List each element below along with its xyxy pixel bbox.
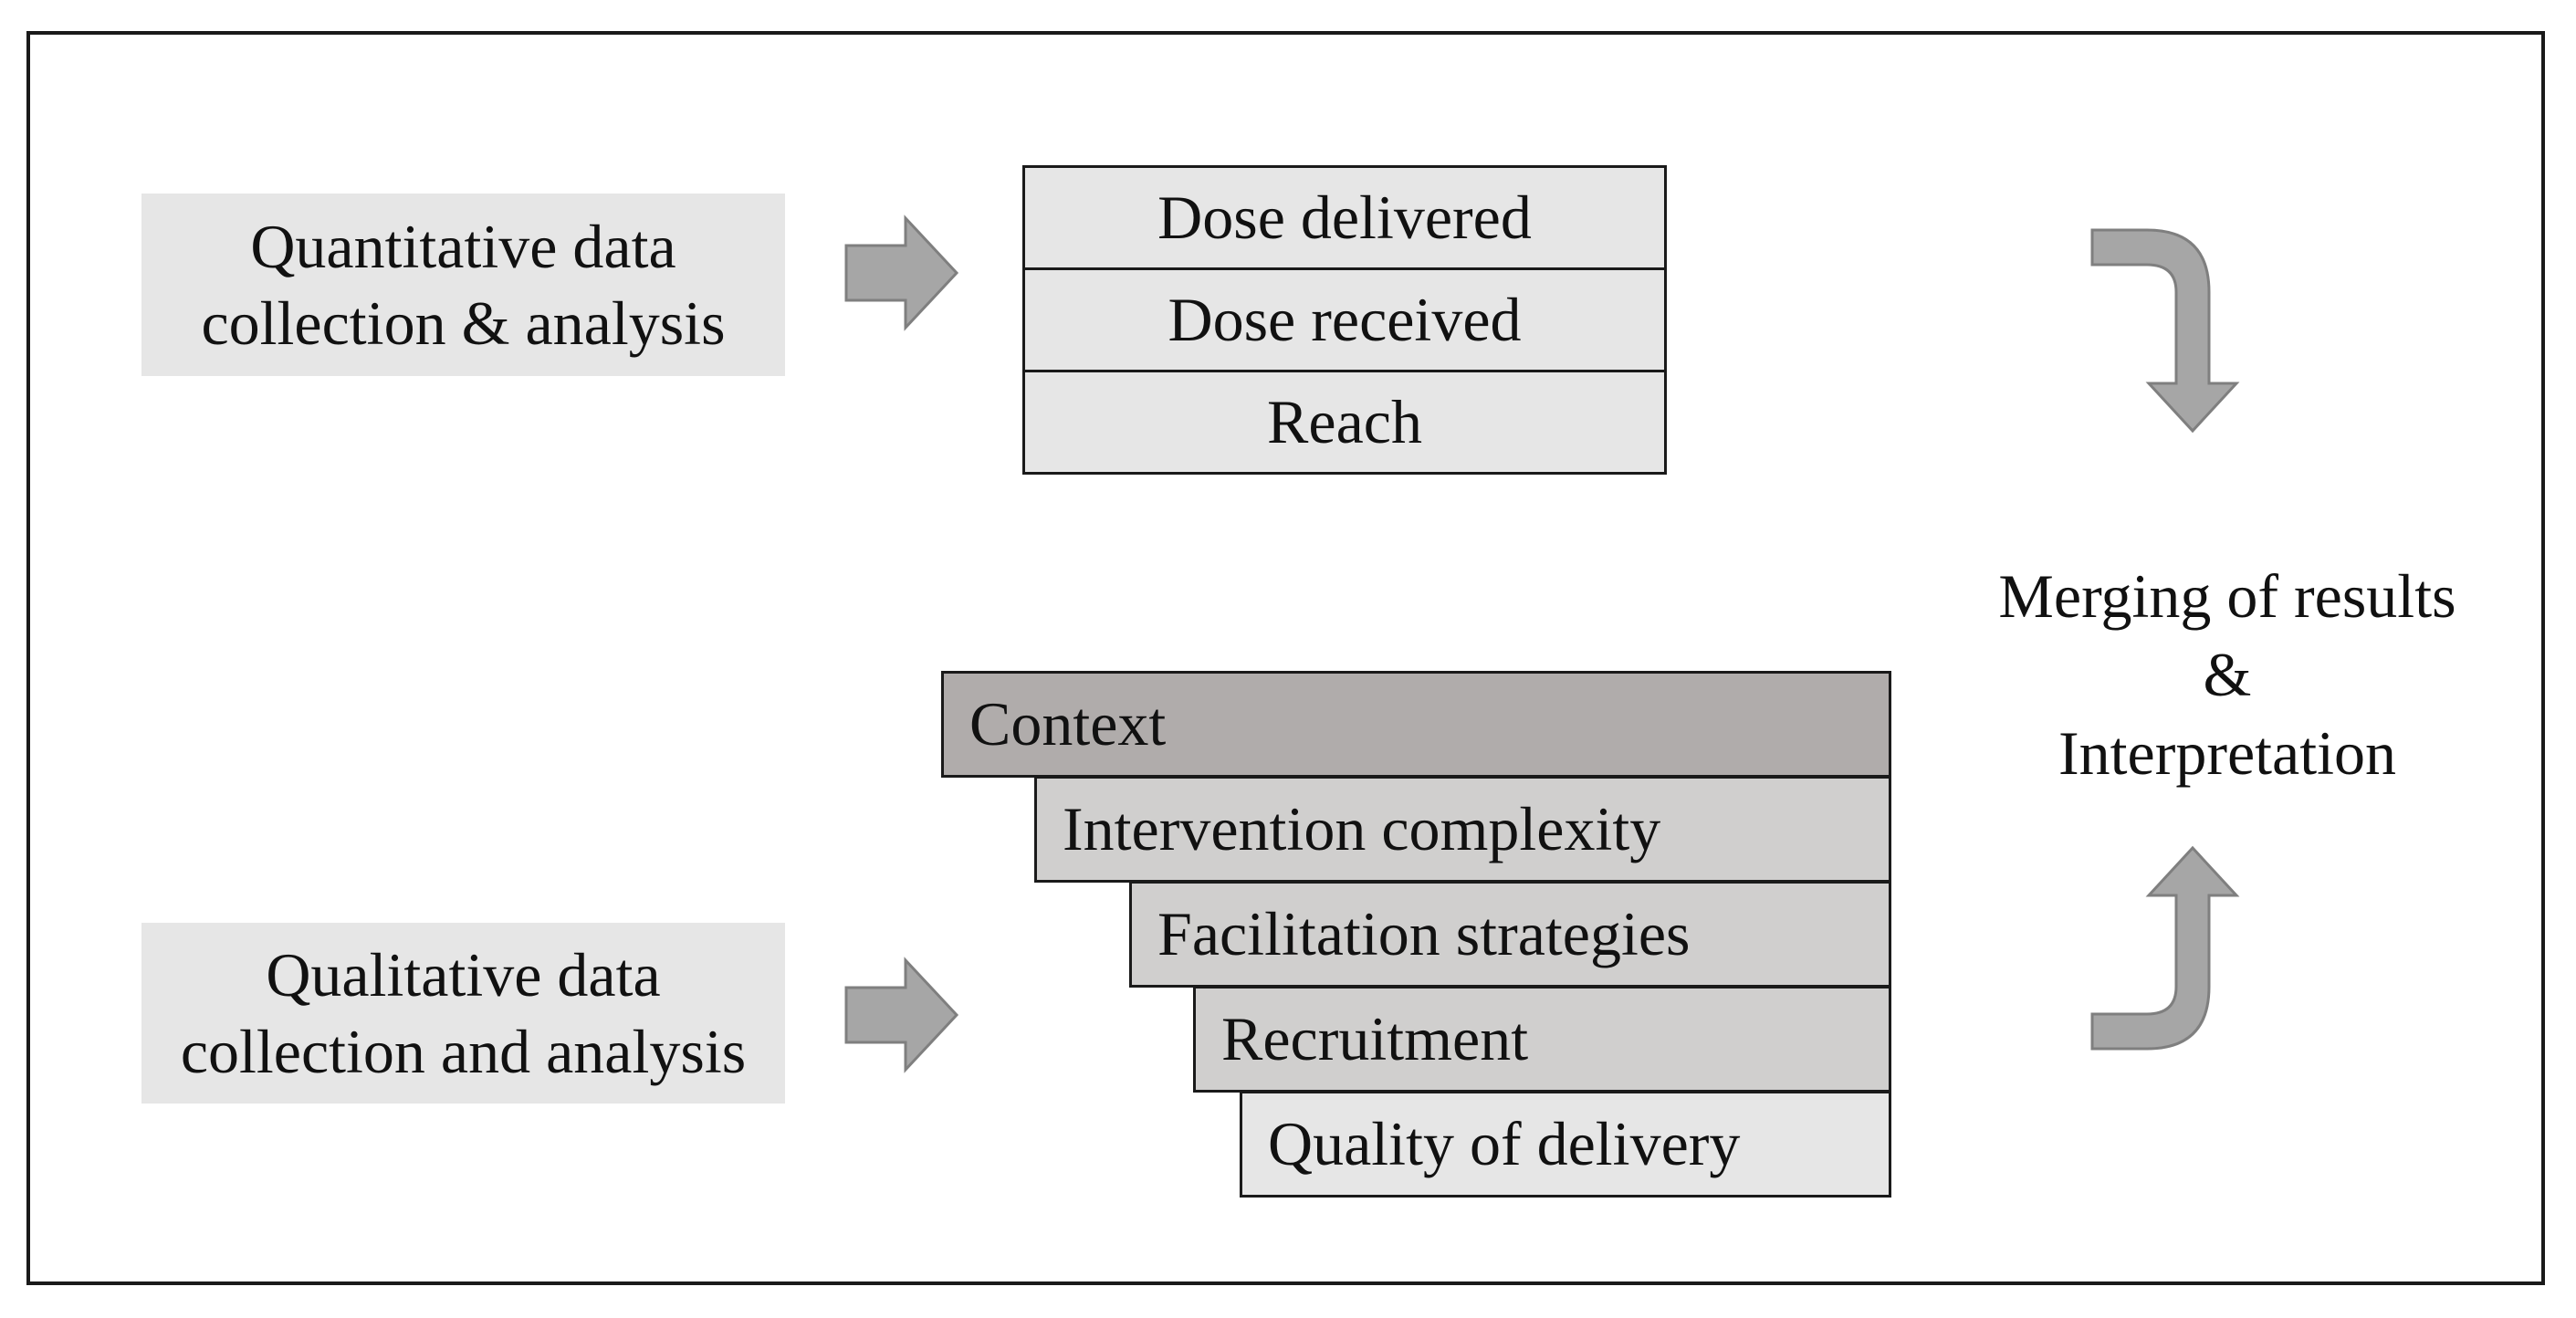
- theme-quality-of-delivery: Quality of delivery: [1240, 1091, 1891, 1198]
- curved-arrow-up-icon: [2090, 845, 2240, 1051]
- qualitative-source-line-2: collection and analysis: [180, 1017, 747, 1086]
- quantitative-source-line-1: Quantitative data: [250, 212, 676, 281]
- merge-line-3: Interpretation: [2058, 718, 2397, 788]
- outcome-dose-received: Dose received: [1022, 267, 1667, 372]
- merge-label: Merging of results & Interpretation: [1953, 557, 2501, 792]
- right-arrow-qualitative-icon: [844, 957, 959, 1073]
- right-arrow-quantitative-icon: [844, 214, 959, 331]
- diagram-frame: [26, 31, 2545, 1285]
- outcome-dose-delivered: Dose delivered: [1022, 165, 1667, 270]
- quantitative-source-box: Quantitative data collection & analysis: [141, 194, 785, 376]
- curved-arrow-down-icon: [2090, 228, 2240, 434]
- theme-intervention-complexity: Intervention complexity: [1034, 776, 1891, 883]
- merge-line-2: &: [2203, 640, 2252, 709]
- outcome-reach: Reach: [1022, 370, 1667, 475]
- theme-context: Context: [941, 671, 1891, 778]
- theme-facilitation-strategies: Facilitation strategies: [1129, 881, 1891, 988]
- quantitative-outcomes-stack: Dose delivered Dose received Reach: [1022, 165, 1667, 475]
- theme-recruitment: Recruitment: [1193, 986, 1891, 1093]
- quantitative-source-line-2: collection & analysis: [201, 288, 726, 358]
- merge-line-1: Merging of results: [1998, 561, 2456, 631]
- qualitative-source-box: Qualitative data collection and analysis: [141, 923, 785, 1104]
- qualitative-source-line-1: Qualitative data: [266, 940, 661, 1009]
